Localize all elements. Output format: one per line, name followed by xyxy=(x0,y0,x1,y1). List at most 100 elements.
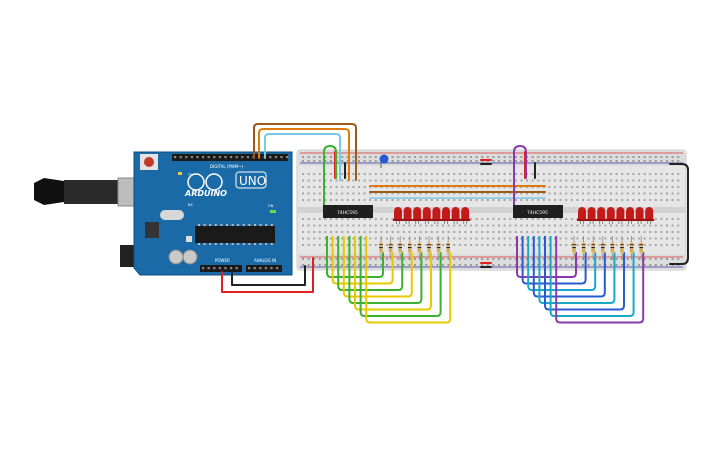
breadboard-hole xyxy=(486,244,489,246)
breadboard-hole xyxy=(386,192,388,195)
breadboard-hole xyxy=(324,173,327,175)
analog-header[interactable] xyxy=(246,265,282,272)
breadboard-hole xyxy=(419,224,422,227)
breadboard-hole xyxy=(671,199,674,201)
breadboard-hole xyxy=(542,192,545,195)
breadboard-hole xyxy=(475,173,478,175)
wire-green-left-loop[interactable] xyxy=(323,145,337,211)
resistor-band xyxy=(591,250,595,252)
resistor-band xyxy=(572,244,576,246)
breadboard-hole xyxy=(302,179,304,182)
breadboard-hole xyxy=(391,199,394,201)
rail-hole xyxy=(531,264,534,266)
breadboard-hole xyxy=(464,224,467,227)
wire-red-5v[interactable] xyxy=(221,257,314,293)
rail-hole xyxy=(374,160,377,162)
breadboard-hole xyxy=(358,244,360,246)
breadboard-hole xyxy=(335,179,338,182)
breadboard-hole xyxy=(425,173,428,175)
breadboard-hole xyxy=(386,224,388,227)
rail-hole xyxy=(324,258,327,260)
breadboard-hole xyxy=(666,186,668,188)
breadboard-hole xyxy=(514,231,517,233)
breadboard-hole xyxy=(615,224,618,227)
rail-hole xyxy=(324,156,327,158)
breadboard-hole xyxy=(509,192,512,195)
breadboard-hole xyxy=(363,186,366,188)
breadboard-hole xyxy=(565,231,568,233)
breadboard-hole xyxy=(604,199,607,201)
breadboard[interactable] xyxy=(296,149,687,271)
led-wire xyxy=(532,236,606,298)
wire-black-gnd[interactable] xyxy=(231,265,306,286)
rail-hole xyxy=(386,264,388,266)
rail-hole xyxy=(318,160,321,162)
breadboard-hole xyxy=(374,237,377,240)
resistor-band xyxy=(581,250,586,252)
breadboard-hole xyxy=(593,199,596,201)
breadboard-hole xyxy=(643,199,646,201)
rail-hole xyxy=(671,258,674,260)
header-pin xyxy=(179,156,182,159)
rail-hole xyxy=(654,160,657,162)
rail-hole xyxy=(453,160,456,162)
breadboard-hole xyxy=(554,231,556,233)
breadboard-hole xyxy=(654,173,657,175)
bottom-header-pins xyxy=(202,267,279,270)
rail-hole xyxy=(559,156,562,158)
breadboard-hole xyxy=(307,218,310,220)
breadboard-hole xyxy=(598,173,601,175)
chip-pin xyxy=(220,243,223,245)
breadboard-hole xyxy=(475,231,478,233)
breadboard-hole xyxy=(520,173,523,175)
rail-hole xyxy=(475,156,478,158)
breadboard-hole xyxy=(554,186,556,188)
breadboard-hole xyxy=(430,179,433,182)
wire-right-rail-loop[interactable] xyxy=(669,163,689,265)
breadboard-hole xyxy=(626,199,629,201)
shift-register-1[interactable]: 74HC595 xyxy=(323,205,373,218)
rail-hole xyxy=(475,160,478,162)
breadboard-hole xyxy=(654,192,657,195)
rail-hole xyxy=(643,160,646,162)
breadboard-hole xyxy=(374,199,377,201)
breadboard-hole xyxy=(649,224,652,227)
breadboard-hole xyxy=(330,231,332,233)
breadboard-hole xyxy=(374,218,377,220)
breadboard-hole xyxy=(660,173,663,175)
breadboard-hole xyxy=(302,224,304,227)
resistor-band xyxy=(629,250,634,252)
chip-pin xyxy=(226,224,228,226)
rail-hole xyxy=(531,156,534,158)
breadboard-hole xyxy=(380,199,383,201)
capacitor-component[interactable] xyxy=(379,154,389,169)
breadboard-hole xyxy=(453,237,456,240)
rail-hole xyxy=(498,160,500,162)
rail-hole xyxy=(408,264,411,266)
rail-hole xyxy=(503,160,506,162)
breadboard-hole xyxy=(610,224,612,227)
reset-button[interactable] xyxy=(144,157,154,167)
breadboard-hole xyxy=(604,224,607,227)
breadboard-hole xyxy=(302,186,304,188)
rail-hole xyxy=(447,156,450,158)
wire-brown-latch[interactable] xyxy=(253,123,357,181)
rail-hole xyxy=(318,264,321,266)
wire-purple-right-loop[interactable] xyxy=(513,145,527,211)
rail-hole xyxy=(548,258,551,260)
shift-register-2[interactable]: 74HC595 xyxy=(513,205,563,218)
breadboard-hole xyxy=(369,199,372,201)
rail-hole xyxy=(548,160,551,162)
breadboard-hole xyxy=(514,173,517,175)
breadboard-hole xyxy=(531,192,534,195)
led-wire xyxy=(365,236,452,324)
breadboard-hole xyxy=(408,173,411,175)
arduino-uno[interactable]: DIGITAL (PWM~) ARDUINO UNO TX RX ON POWE… xyxy=(34,151,293,276)
wire-orange-clock[interactable] xyxy=(258,128,350,181)
wire-lightblue-data[interactable] xyxy=(264,133,341,181)
breadboard-hole xyxy=(570,231,573,233)
breadboard-hole xyxy=(626,224,629,227)
rail-hole xyxy=(307,258,310,260)
chip-pin xyxy=(203,243,206,245)
